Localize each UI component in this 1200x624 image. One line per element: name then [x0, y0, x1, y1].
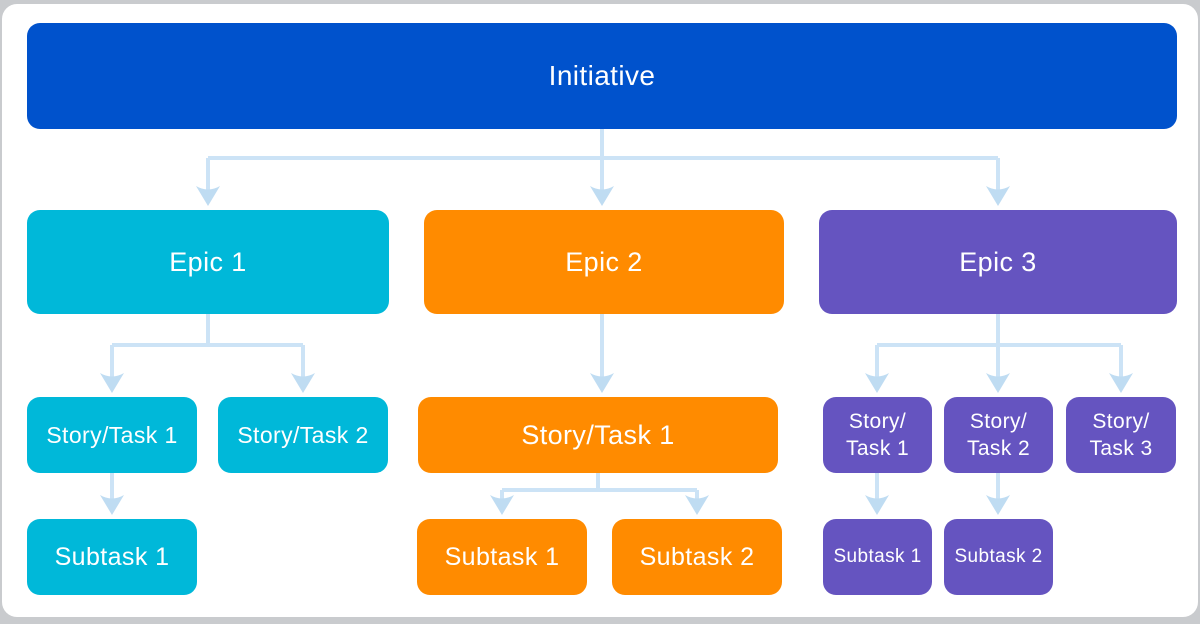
node-epic1-story-2: Story/Task 2: [218, 397, 388, 473]
node-epic3-subtask-1-label: Subtask 1: [833, 546, 922, 567]
node-epic1-story-1-label: Story/Task 1: [46, 421, 178, 448]
node-epic-1: Epic 1: [27, 210, 389, 314]
node-epic-3: Epic 3: [819, 210, 1177, 314]
node-epic3-story-2: Story/ Task 2: [944, 397, 1053, 473]
node-epic2-story-1: Story/Task 1: [418, 397, 778, 473]
node-epic3-story-3: Story/ Task 3: [1066, 397, 1176, 473]
node-epic-2: Epic 2: [424, 210, 784, 314]
node-epic2-story-1-label: Story/Task 1: [521, 419, 675, 450]
node-epic2-subtask-2: Subtask 2: [612, 519, 782, 595]
node-epic3-story-2-label: Story/ Task 2: [966, 409, 1031, 460]
node-epic3-subtask-2-label: Subtask 2: [954, 546, 1043, 567]
node-epic3-story-1-label: Story/ Task 1: [845, 409, 910, 460]
node-epic1-subtask-1: Subtask 1: [27, 519, 197, 595]
node-epic-3-label: Epic 3: [959, 246, 1037, 277]
node-epic3-subtask-2: Subtask 2: [944, 519, 1053, 595]
node-epic3-subtask-1: Subtask 1: [823, 519, 932, 595]
node-epic1-subtask-1-label: Subtask 1: [54, 542, 170, 571]
node-initiative: Initiative: [27, 23, 1177, 129]
node-epic1-story-1: Story/Task 1: [27, 397, 197, 473]
node-epic3-story-3-label: Story/ Task 3: [1089, 409, 1153, 460]
node-epic3-story-1: Story/ Task 1: [823, 397, 932, 473]
node-epic1-story-2-label: Story/Task 2: [237, 421, 369, 448]
node-epic-1-label: Epic 1: [169, 246, 247, 277]
node-epic2-subtask-1-label: Subtask 1: [444, 542, 560, 571]
node-initiative-label: Initiative: [548, 60, 656, 91]
node-epic-2-label: Epic 2: [565, 246, 643, 277]
node-epic2-subtask-2-label: Subtask 2: [639, 542, 755, 571]
node-epic2-subtask-1: Subtask 1: [417, 519, 587, 595]
